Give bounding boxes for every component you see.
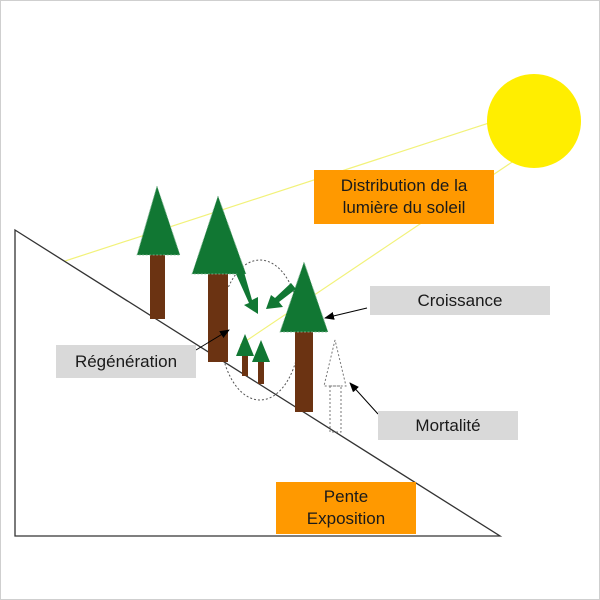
slope-exposure-label: Pente Exposition [276,482,416,534]
regeneration-text: Régénération [74,351,178,371]
sun-icon [487,74,581,168]
tree-icon [136,184,181,319]
mortality-label: Mortalité [378,411,518,440]
growth-label: Croissance [370,286,550,315]
regeneration-label: Régénération [56,345,196,378]
light-arrow-icon [236,272,258,314]
tree-icon [191,194,247,362]
light-distribution-line1: Distribution de la [340,176,468,195]
growth-text: Croissance [417,290,503,310]
sapling-icon [252,340,270,384]
sapling-icon [236,334,254,376]
slope-text: Pente [323,487,369,506]
exposure-text: Exposition [306,509,386,528]
light-distribution-line2: lumière du soleil [342,198,466,217]
pointer-arrow-icon [324,307,368,320]
light-distribution-label: Distribution de la lumière du soleil [314,170,494,224]
pointer-arrow-icon [195,329,230,351]
pointer-arrow-icon [349,382,379,415]
tree-icon [279,260,329,412]
light-ray-upper [61,107,536,263]
slope-triangle [14,228,503,537]
mortality-text: Mortalité [415,415,481,435]
dead-tree-outline-icon [323,339,347,433]
light-arrow-icon [266,283,296,309]
